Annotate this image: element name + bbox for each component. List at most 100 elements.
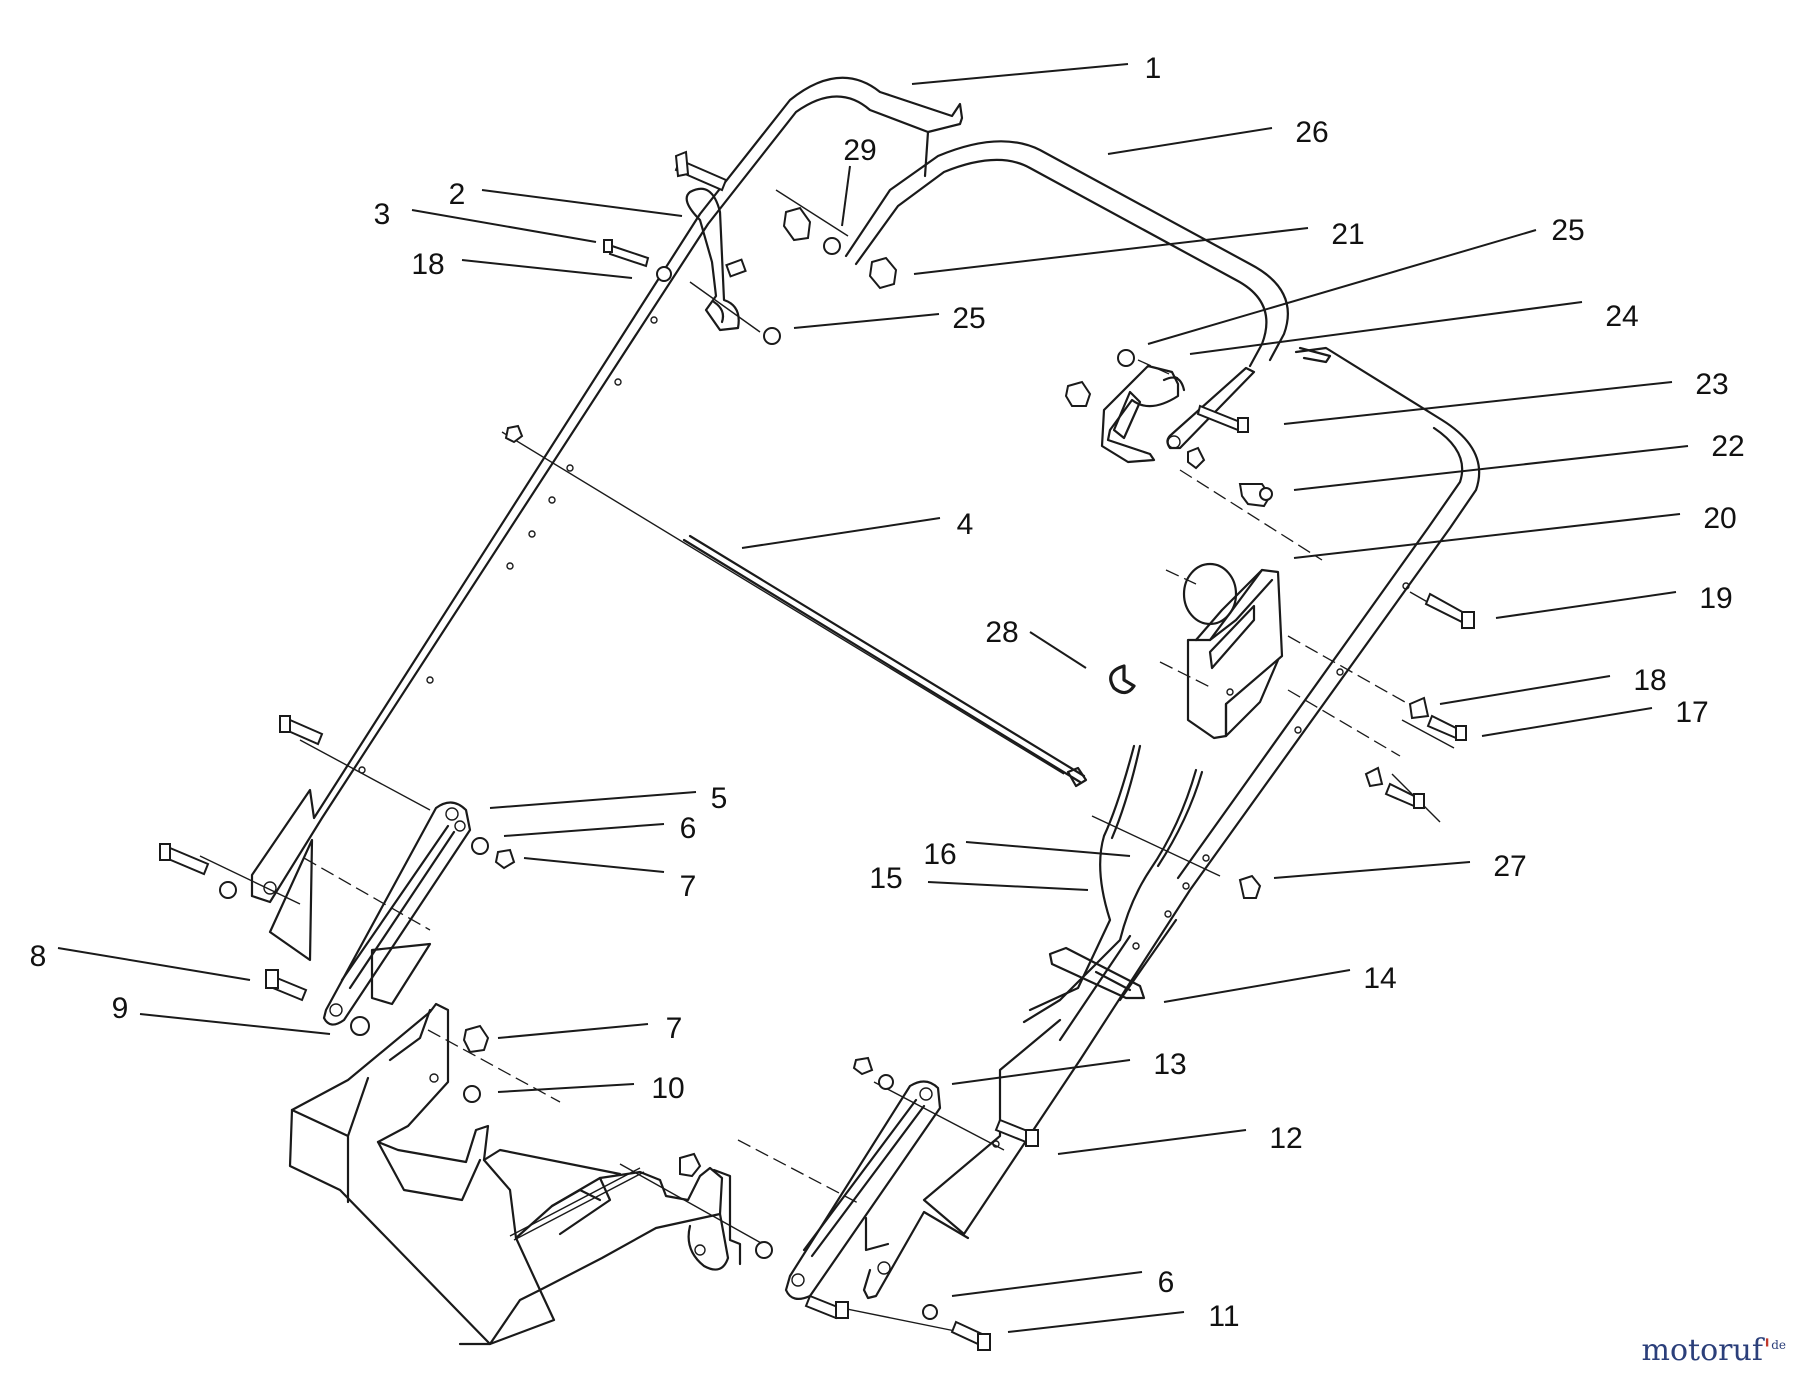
callout-leader-c20 (1293, 513, 1681, 559)
callout-leader-c14 (1163, 969, 1351, 1003)
callout-leader-c3 (411, 209, 597, 243)
callout-leader-c27 (1273, 861, 1471, 879)
nut-7b (462, 1024, 490, 1054)
callout-leader-c17 (1481, 707, 1653, 737)
callout-number-c20: 20 (1703, 502, 1736, 535)
washer-6a (471, 837, 489, 855)
callout-leader-c6a (503, 823, 665, 837)
callout-leader-c7b (497, 1023, 649, 1039)
callout-number-c25b: 25 (952, 302, 985, 335)
lower-handle (844, 140, 1481, 1300)
screw-3 (603, 239, 650, 268)
callout-leader-c25b (793, 313, 940, 329)
bolt-deck (804, 1294, 849, 1320)
nut-rod-end (504, 424, 524, 444)
control-bracket (1100, 364, 1256, 464)
washer-left (219, 881, 237, 899)
callout-leader-c8 (57, 947, 251, 981)
callout-number-c7b: 7 (666, 1012, 683, 1045)
clip-28 (1109, 664, 1136, 695)
cable-tie (1048, 946, 1146, 1000)
callout-number-c25a: 25 (1551, 214, 1584, 247)
callout-number-c5: 5 (711, 782, 728, 815)
left-link-plate (322, 801, 472, 1026)
callout-leader-c19 (1495, 591, 1677, 619)
screw-17 (1426, 714, 1467, 741)
callout-number-c4: 4 (957, 508, 974, 541)
washer-9 (350, 1016, 370, 1036)
nut-21 (868, 256, 898, 290)
callout-leader-c13 (951, 1059, 1131, 1085)
callout-number-c13: 13 (1153, 1048, 1186, 1081)
callout-leader-c10 (497, 1083, 635, 1093)
callout-leader-c11 (1007, 1311, 1185, 1333)
nut-27 (1238, 874, 1262, 899)
handle-holes (358, 316, 1410, 1148)
callout-leader-c24 (1189, 301, 1583, 355)
callout-leader-c12 (1057, 1129, 1247, 1155)
callout-number-c27: 27 (1493, 850, 1526, 883)
callout-number-c1: 1 (1145, 52, 1162, 85)
washer-18a (656, 266, 672, 282)
nut-deck-low (755, 1241, 773, 1259)
callout-leader-c2 (481, 189, 683, 217)
bolt-5 (279, 715, 324, 746)
callout-leader-c22 (1293, 445, 1689, 491)
callout-leader-c6b (951, 1271, 1143, 1297)
callout-leader-c25a (1147, 229, 1537, 345)
callout-number-c9: 9 (112, 992, 129, 1025)
bolt-11 (950, 1320, 991, 1351)
callout-number-c3: 3 (374, 198, 391, 231)
callout-leader-c29 (841, 165, 851, 227)
washer-13b (878, 1074, 894, 1090)
nut-7a (494, 848, 516, 870)
callout-number-c15: 15 (869, 862, 902, 895)
callout-leader-c1 (911, 63, 1129, 85)
nut-25b (763, 327, 781, 345)
cables (1022, 744, 1204, 1024)
callout-leader-c28 (1029, 631, 1087, 669)
callout-leader-c4 (741, 517, 941, 549)
cable-guide-bracket (685, 187, 747, 332)
bolt-12 (994, 1118, 1039, 1147)
callout-leader-c23 (1283, 381, 1673, 425)
callout-number-c24: 24 (1605, 300, 1638, 333)
control-box (1182, 562, 1284, 740)
nut-24 (1064, 380, 1092, 407)
callout-leader-c26 (1107, 127, 1273, 155)
callout-number-c18b: 18 (1633, 664, 1666, 697)
nut-deck (679, 1152, 702, 1178)
washer-6b (922, 1304, 938, 1320)
washer-29 (823, 237, 841, 255)
callout-number-c28: 28 (985, 616, 1018, 649)
washer-18b (1408, 696, 1430, 720)
callout-number-c22: 22 (1711, 430, 1744, 463)
callout-number-c23: 23 (1695, 368, 1728, 401)
callout-number-c26: 26 (1295, 116, 1328, 149)
watermark-main: motoruf (1641, 1333, 1763, 1368)
upper-handle (250, 76, 964, 962)
callout-number-c2: 2 (449, 178, 466, 211)
callout-leader-c7a (523, 857, 665, 873)
callout-number-c21: 21 (1331, 218, 1364, 251)
nut-10 (463, 1085, 481, 1103)
callout-leader-c15 (927, 881, 1089, 891)
callout-leader-c5 (489, 791, 697, 809)
callout-number-c14: 14 (1363, 962, 1396, 995)
watermark-suffix: de (1771, 1338, 1786, 1352)
callout-number-c8: 8 (30, 940, 47, 973)
callout-number-c12: 12 (1269, 1122, 1302, 1155)
bolt-8 (265, 969, 308, 1002)
knob-22 (1238, 483, 1273, 508)
watermark-logo: motoruf'de (1642, 1333, 1786, 1368)
callout-number-c19: 19 (1699, 582, 1732, 615)
callout-number-c10: 10 (651, 1072, 684, 1105)
nut-25a (1117, 349, 1135, 367)
nut-13a (852, 1056, 874, 1076)
callout-number-c6b: 6 (1158, 1266, 1175, 1299)
callout-number-c16: 16 (923, 838, 956, 871)
callout-number-c17: 17 (1675, 696, 1708, 729)
callout-leader-c18b (1439, 675, 1611, 705)
